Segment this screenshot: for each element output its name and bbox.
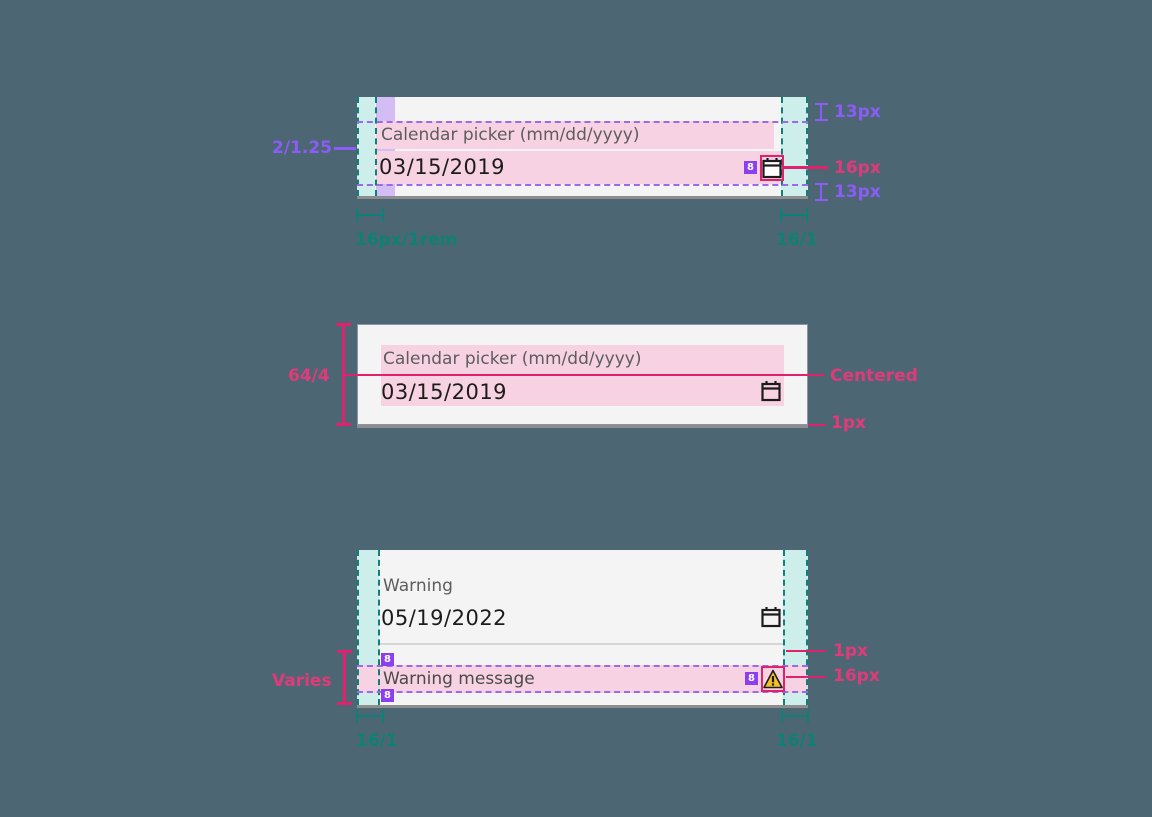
guide-bottom-spacing-line bbox=[357, 184, 808, 186]
card-bottom-border-warning bbox=[357, 705, 808, 708]
warning-message-text: Warning message bbox=[383, 669, 535, 689]
icon-size-leader-line-top bbox=[784, 166, 828, 169]
guide-left-inner-warning bbox=[378, 550, 380, 705]
spacing-badge-icon-top: 8 bbox=[744, 161, 757, 174]
left-gutter-bracket-cap-start-warning bbox=[356, 709, 358, 723]
border-width-label-middle: 1px bbox=[831, 413, 866, 433]
height-bracket-cap-bottom-middle bbox=[336, 423, 351, 426]
guide-right-inner-warning bbox=[783, 550, 785, 705]
centered-label-middle: Centered bbox=[830, 366, 918, 386]
field-value-highlight-top bbox=[376, 151, 781, 184]
icon-size-leader-line-warning bbox=[786, 676, 826, 678]
field-value-middle: 03/15/2019 bbox=[381, 380, 508, 404]
guide-left-inner-top bbox=[375, 97, 377, 196]
right-gutter-bracket-cap-start-warning bbox=[781, 709, 783, 723]
left-gutter-bracket-bar-top bbox=[357, 214, 383, 216]
left-padding-band-top bbox=[357, 97, 375, 196]
left-gutter-bracket-bar-warning bbox=[357, 715, 383, 717]
right-gutter-bracket-bar-top bbox=[781, 214, 807, 216]
field-value-highlight-middle bbox=[381, 373, 784, 406]
left-gutter-label-warning: 16/1 bbox=[356, 731, 398, 751]
calendar-icon-measure-box-top bbox=[760, 155, 784, 181]
calendar-icon[interactable] bbox=[761, 606, 781, 628]
bottom-spacing-ibeam-cap-lower bbox=[815, 199, 828, 201]
bottom-spacing-ibeam-cap-upper bbox=[815, 183, 828, 185]
border-width-leader-line-warning bbox=[786, 650, 826, 652]
guide-top-spacing-line bbox=[357, 121, 808, 123]
warning-triangle-icon[interactable] bbox=[763, 668, 783, 690]
border-width-label-warning: 1px bbox=[833, 641, 868, 661]
border-width-leader-line-middle bbox=[808, 424, 826, 426]
center-alignment-line-middle bbox=[342, 374, 824, 376]
card-bottom-border-middle bbox=[357, 425, 808, 428]
bottom-spacing-label: 13px bbox=[834, 182, 881, 202]
right-gutter-bracket-cap-end-warning bbox=[807, 709, 809, 723]
left-gutter-label-top: 16px/1rem bbox=[355, 230, 458, 250]
field-label-highlight-top bbox=[376, 121, 774, 149]
height-bracket-cap-top-middle bbox=[336, 323, 351, 326]
height-label-middle: 64/4 bbox=[288, 366, 330, 386]
height-bracket-stem-warning bbox=[343, 650, 346, 705]
height-label-warning: Varies bbox=[272, 671, 332, 691]
height-bracket-cap-bottom-warning bbox=[337, 702, 352, 705]
guide-left-outer-warning bbox=[357, 550, 359, 705]
ratio-leader-line-top bbox=[334, 147, 356, 150]
right-gutter-label-warning: 16/1 bbox=[776, 731, 818, 751]
icon-size-label-top: 16px bbox=[834, 158, 881, 178]
guide-right-outer-warning bbox=[806, 550, 808, 705]
warning-message-highlight bbox=[357, 665, 808, 693]
bottom-spacing-ibeam-stem bbox=[820, 183, 822, 200]
right-gutter-bracket-cap-end bbox=[806, 208, 808, 222]
right-gutter-bracket-bar-warning bbox=[782, 715, 808, 717]
top-spacing-ibeam-stem bbox=[820, 103, 822, 120]
spacing-badge-icon-warning: 8 bbox=[745, 672, 758, 685]
top-spacing-ibeam-cap-lower bbox=[815, 119, 828, 121]
message-divider-warning bbox=[379, 643, 783, 645]
spacing-badge-below-message: 8 bbox=[381, 689, 394, 702]
guide-message-bottom-warning bbox=[357, 691, 808, 693]
left-gutter-bracket-cap-start bbox=[356, 208, 358, 222]
calendar-icon[interactable] bbox=[761, 380, 781, 402]
field-label-middle: Calendar picker (mm/dd/yyyy) bbox=[383, 349, 642, 369]
guide-message-top-warning bbox=[357, 665, 808, 667]
icon-size-label-warning: 16px bbox=[833, 666, 880, 686]
field-value-top: 03/15/2019 bbox=[379, 155, 506, 179]
top-spacing-label: 13px bbox=[834, 102, 881, 122]
right-gutter-label-top: 16/1 bbox=[776, 230, 818, 250]
right-gutter-bracket-cap-start bbox=[780, 208, 782, 222]
right-padding-band-top bbox=[781, 97, 808, 196]
field-label-highlight-middle bbox=[381, 345, 784, 373]
guide-left-outer-top bbox=[357, 97, 359, 196]
field-label-warning: Warning bbox=[383, 576, 453, 596]
guide-right-inner-top bbox=[781, 97, 783, 196]
field-label-top: Calendar picker (mm/dd/yyyy) bbox=[381, 125, 640, 145]
ratio-label-top: 2/1.25 bbox=[272, 138, 332, 158]
height-bracket-cap-top-warning bbox=[337, 650, 352, 653]
warning-icon-measure-box bbox=[761, 666, 785, 692]
left-gutter-bracket-cap-end-warning bbox=[382, 709, 384, 723]
calendar-icon[interactable] bbox=[762, 157, 782, 179]
card-bottom-border-top bbox=[357, 196, 808, 199]
left-gutter-bracket-cap-end bbox=[382, 208, 384, 222]
field-value-warning: 05/19/2022 bbox=[381, 606, 508, 630]
guide-right-outer-top bbox=[806, 97, 808, 196]
spacing-badge-above-message: 8 bbox=[381, 653, 394, 666]
top-spacing-ibeam-cap-upper bbox=[815, 103, 828, 105]
